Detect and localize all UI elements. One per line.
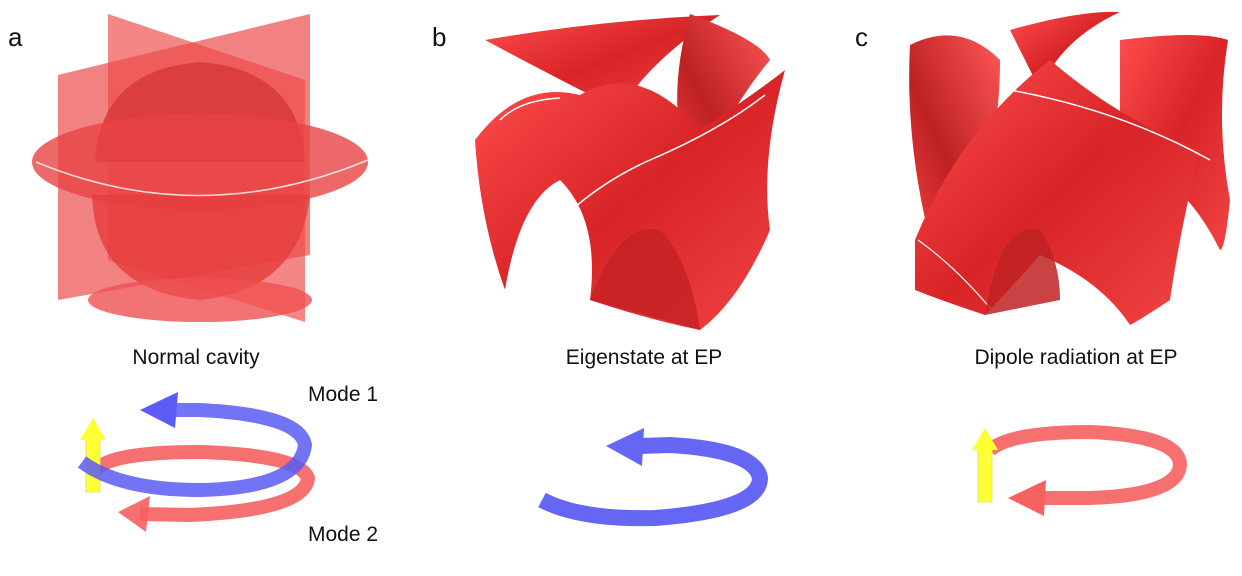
panel-label-b: b bbox=[432, 22, 447, 52]
panel-label-a: a bbox=[8, 22, 23, 52]
mode2-label: Mode 2 bbox=[308, 523, 379, 546]
mode2-arrow bbox=[90, 444, 316, 532]
dipole-radiation-surface bbox=[909, 11, 1230, 325]
dipole-arrow-c bbox=[972, 428, 998, 503]
eigenstate-arrow bbox=[538, 428, 769, 527]
dipole-radiation-arrow bbox=[985, 424, 1188, 516]
lower-bowl bbox=[92, 195, 310, 300]
normal-cavity-surface bbox=[32, 14, 369, 322]
caption-normal-cavity: Normal cavity bbox=[132, 346, 260, 369]
caption-dipole-radiation: Dipole radiation at EP bbox=[974, 346, 1178, 369]
mode1-arrow bbox=[77, 392, 313, 498]
caption-eigenstate: Eigenstate at EP bbox=[565, 346, 723, 369]
mode1-label: Mode 1 bbox=[308, 383, 379, 406]
panel-label-c: c bbox=[855, 22, 868, 52]
eigenstate-surface bbox=[475, 14, 785, 330]
